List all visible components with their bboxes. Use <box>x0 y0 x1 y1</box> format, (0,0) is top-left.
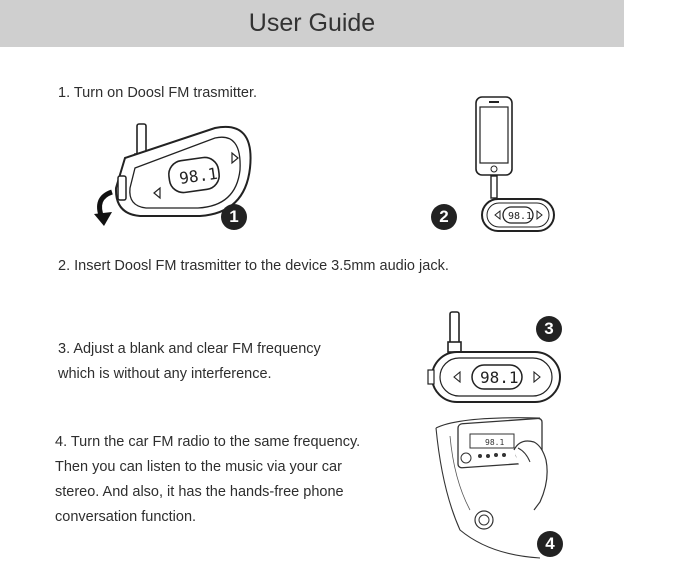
step-4-line-4: conversation function. <box>55 509 197 525</box>
page-title: User Guide <box>248 9 376 37</box>
step-1-number-badge: 1 <box>221 204 247 230</box>
step-4-car-radio-illustration: 98.1 <box>435 417 548 559</box>
step-2-lcd-frequency: 98.1 <box>508 211 532 222</box>
step-3-lcd-frequency: 98.1 <box>480 368 519 387</box>
title-bar: User Guide <box>0 0 624 47</box>
step-4-radio-frequency: 98.1 <box>485 438 504 447</box>
step-1-line-1: 1. Turn on Doosl FM trasmitter. <box>58 85 258 101</box>
step-4-text: 4. Turn the car FM radio to the same fre… <box>55 430 360 530</box>
step-4-line-3: stereo. And also, it has the hands-free … <box>55 484 344 500</box>
step-1-text: 1. Turn on Doosl FM trasmitter. <box>58 81 257 106</box>
step-3-transmitter-illustration: 98.1 <box>427 311 561 403</box>
step-2-line-1: 2. Insert Doosl FM trasmitter to the dev… <box>58 258 449 274</box>
step-4-number-badge: 4 <box>537 531 563 557</box>
step-2-phone-illustration: 98.1 <box>475 96 555 232</box>
step-4-line-2: Then you can listen to the music via you… <box>55 459 342 475</box>
step-3-line-2: which is without any interference. <box>58 366 272 382</box>
step-3-text: 3. Adjust a blank and clear FM frequency… <box>58 337 321 387</box>
step-3-number-badge: 3 <box>536 316 562 342</box>
step-2-number-badge: 2 <box>431 204 457 230</box>
step-1-transmitter-illustration: 98.1 <box>94 123 252 226</box>
step-2-text: 2. Insert Doosl FM trasmitter to the dev… <box>58 254 449 279</box>
step-3-line-1: 3. Adjust a blank and clear FM frequency <box>58 341 321 357</box>
step-4-line-1: 4. Turn the car FM radio to the same fre… <box>55 434 361 450</box>
